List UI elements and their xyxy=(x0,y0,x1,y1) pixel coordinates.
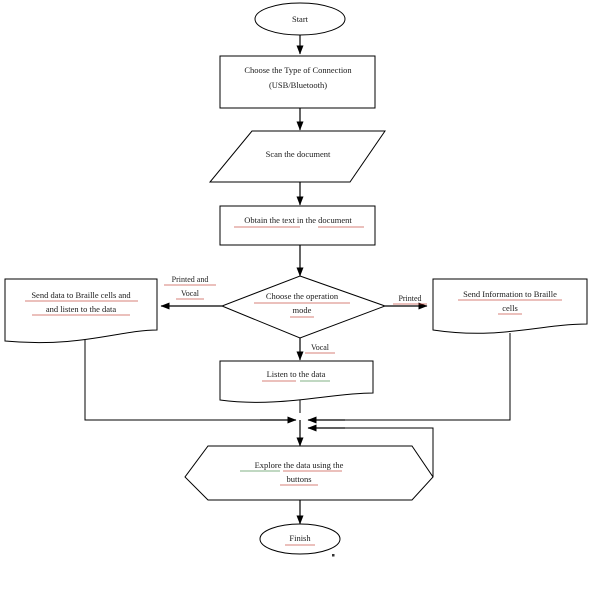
scan-document-parallelogram xyxy=(208,130,386,183)
printed-and-vocal-line1: Printed and xyxy=(172,275,209,284)
send-info-braille-label-line2: cells xyxy=(502,303,518,313)
printed-and-vocal-line2: Vocal xyxy=(181,289,200,298)
node-obtain-text[interactable]: Obtain the text in the document xyxy=(219,205,376,246)
printed-label: Printed xyxy=(398,294,421,303)
choose-connection-label-line2: (USB/Bluetooth) xyxy=(269,80,327,90)
obtain-text-box xyxy=(219,205,376,246)
send-info-braille-document-shape xyxy=(432,278,588,334)
send-braille-and-listen-label-line2: and listen to the data xyxy=(46,304,117,314)
send-braille-and-listen-document-shape xyxy=(4,278,158,344)
obtain-text-label: Obtain the text in the document xyxy=(244,215,352,225)
node-finish[interactable]: Finish xyxy=(259,523,341,555)
listen-data-document-shape xyxy=(219,360,374,403)
choose-connection-box xyxy=(219,55,376,109)
listen-data-label: Listen to the data xyxy=(267,369,326,379)
decision-label-line1: Choose the operation xyxy=(266,291,339,301)
vocal-label: Vocal xyxy=(311,343,330,352)
send-braille-and-listen-label-line1: Send data to Braille cells and xyxy=(31,290,131,300)
explore-data-label-line2: buttons xyxy=(286,474,311,484)
connector-left-branch-to-merge xyxy=(84,335,292,421)
connector-right-branch-to-merge xyxy=(312,333,511,421)
choose-connection-label-line1: Choose the Type of Connection xyxy=(244,65,352,75)
explore-data-hexagon xyxy=(184,445,434,501)
node-send-info-braille[interactable]: Send Information to Braille cells xyxy=(432,278,588,334)
finish-label: Finish xyxy=(289,533,311,543)
finish-ellipse xyxy=(259,523,341,555)
decision-diamond xyxy=(220,275,387,339)
edge-label-printed: Printed xyxy=(393,294,427,305)
explore-data-label-line1: Explore the data using the xyxy=(255,460,344,470)
node-scan-document[interactable]: Scan the document xyxy=(208,130,386,183)
stray-dot-artifact xyxy=(332,554,335,557)
start-ellipse xyxy=(254,2,346,36)
node-listen-data[interactable]: Listen to the data xyxy=(219,360,374,403)
node-decision-mode[interactable]: Choose the operation mode xyxy=(220,275,387,339)
node-choose-connection[interactable]: Choose the Type of Connection (USB/Bluet… xyxy=(219,55,376,109)
node-explore-data[interactable]: Explore the data using the buttons xyxy=(184,445,434,501)
edge-label-printed-and-vocal: Printed and Vocal xyxy=(164,275,216,300)
connector-layer xyxy=(84,34,511,525)
edge-label-vocal: Vocal xyxy=(305,343,335,354)
decision-label-line2: mode xyxy=(293,305,312,315)
node-send-braille-and-listen[interactable]: Send data to Braille cells and and liste… xyxy=(4,278,158,344)
connector-hexagon-feedback xyxy=(312,427,434,477)
scan-document-label: Scan the document xyxy=(266,149,331,159)
send-info-braille-label-line1: Send Information to Braille xyxy=(463,289,557,299)
start-label: Start xyxy=(292,14,309,24)
node-start[interactable]: Start xyxy=(254,2,346,36)
